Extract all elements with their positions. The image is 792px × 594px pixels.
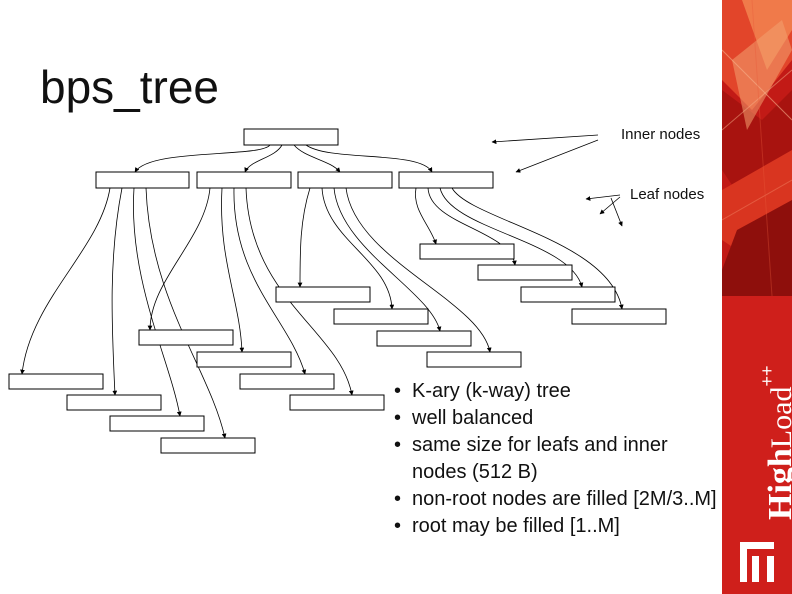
leaf-node [426, 351, 522, 368]
brand-name-bold: High [762, 448, 792, 520]
brand-logo-area [722, 296, 792, 594]
leaf-nodes [8, 243, 667, 454]
leaf-node [333, 308, 429, 325]
leaf-node [66, 394, 162, 411]
leaf-node [239, 373, 335, 390]
leaf-node [196, 351, 292, 368]
leaf-node [160, 437, 256, 454]
root-node [243, 128, 339, 146]
leaf-node [289, 394, 385, 411]
brand-sidebar: HighLoad++ [722, 0, 792, 594]
leaf-node [520, 286, 616, 303]
brand-decoration [722, 0, 792, 296]
bullet-item: non-root nodes are filled [2M/3..M] [392, 486, 722, 513]
inner-nodes-label: Inner nodes [621, 126, 700, 143]
tree-diagram: Inner nodes Leaf nodes [8, 126, 704, 454]
leaf-node [477, 264, 573, 281]
inner-node [95, 171, 190, 189]
highload-mark-icon [740, 542, 774, 582]
leaf-node [419, 243, 515, 260]
inner-node [196, 171, 292, 189]
leaf-node [376, 330, 472, 347]
slide-title: bps_tree [40, 61, 220, 113]
inner-nodes [95, 171, 494, 189]
leaf-node [138, 329, 234, 346]
bullet-item: root may be filled [1..M] [392, 513, 722, 540]
leaf-node [275, 286, 371, 303]
leaf-node [571, 308, 667, 325]
inner-node [297, 171, 393, 189]
inner-node [398, 171, 494, 189]
bullet-item: same size for leafs and inner nodes (512… [392, 432, 722, 486]
bullet-item: K-ary (k-way) tree [392, 378, 722, 405]
bullet-list: K-ary (k-way) tree well balanced same si… [392, 378, 722, 540]
brand-name-light: Load [765, 386, 792, 449]
brand-logo: HighLoad++ [757, 366, 792, 520]
callout-arrows [491, 134, 623, 227]
leaf-edges [20, 187, 624, 439]
leaf-nodes-label: Leaf nodes [630, 186, 704, 203]
brand-name-suffix: ++ [757, 365, 777, 387]
root-edges [134, 144, 433, 173]
leaf-node [109, 415, 205, 432]
leaf-node [8, 373, 104, 390]
bullet-item: well balanced [392, 405, 722, 432]
